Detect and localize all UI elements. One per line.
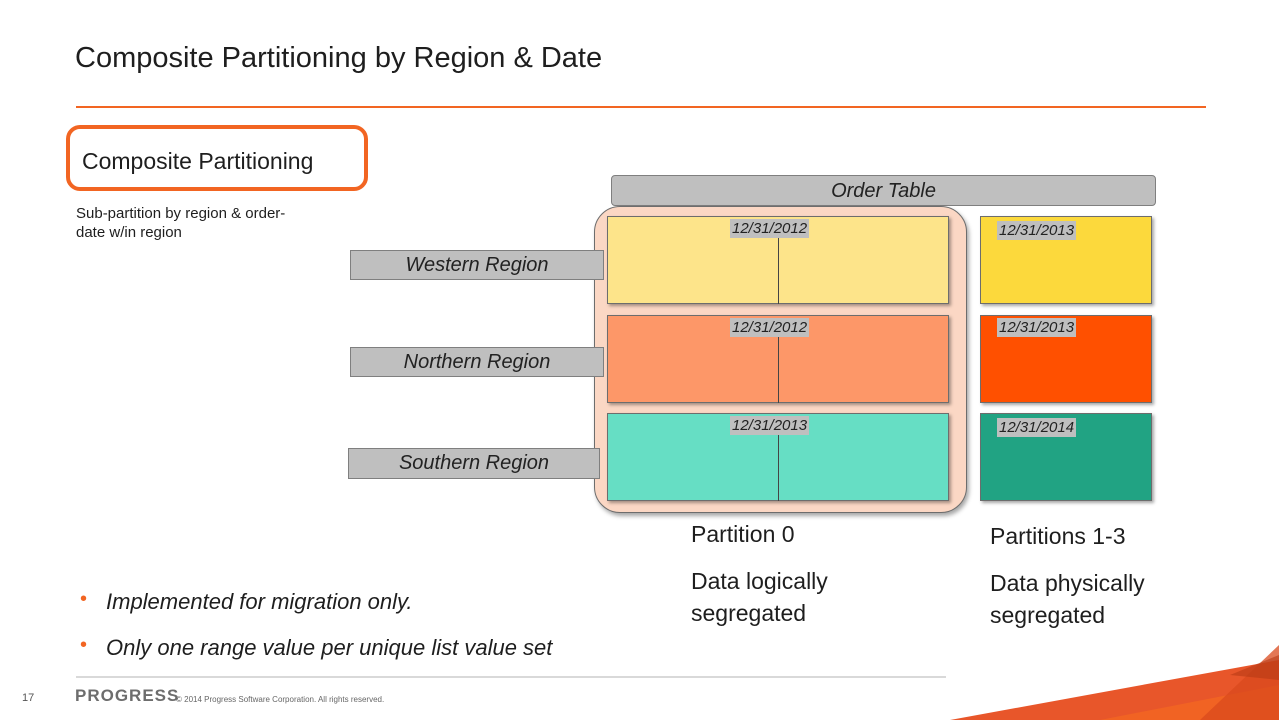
cell-divider — [778, 435, 779, 501]
p0-date-northern: 12/31/2012 — [730, 318, 810, 337]
phys-date-western: 12/31/2013 — [997, 221, 1077, 240]
region-label-western: Western Region — [350, 250, 604, 280]
slide-title: Composite Partitioning by Region & Date — [75, 42, 603, 74]
bullet-text: Implemented for migration only. — [106, 589, 413, 614]
region-label-northern: Northern Region — [350, 347, 604, 377]
cell-divider — [778, 238, 779, 304]
copyright: © 2014 Progress Software Corporation. Al… — [176, 695, 385, 704]
page-number: 17 — [22, 692, 35, 704]
phys-date-southern: 12/31/2014 — [997, 418, 1077, 437]
partitions13-desc: Data physically segregated — [990, 570, 1145, 628]
sub-text: Sub-partition by region & order-date w/i… — [76, 205, 286, 241]
partition0-desc: Data logically segregated — [691, 568, 828, 626]
highlight-label: Composite Partitioning — [82, 148, 314, 174]
phys-date-northern: 12/31/2013 — [997, 318, 1077, 337]
p0-date-western: 12/31/2012 — [730, 219, 810, 238]
partition0-title: Partition 0 — [691, 521, 795, 547]
region-label-southern: Southern Region — [348, 448, 600, 479]
partitions13-title: Partitions 1-3 — [990, 523, 1126, 549]
bullet-item: • Only one range value per unique list v… — [80, 634, 553, 661]
bullet-icon: • — [80, 634, 88, 656]
highlight-box — [66, 125, 368, 191]
title-divider — [76, 106, 1206, 108]
progress-logo: PROGRESS — [75, 686, 180, 705]
corner-decoration-icon — [950, 645, 1279, 720]
cell-divider — [778, 337, 779, 403]
bullet-text: Only one range value per unique list val… — [106, 635, 553, 660]
p0-date-southern: 12/31/2013 — [730, 416, 810, 435]
bullet-icon: • — [80, 588, 88, 610]
bullet-item: • Implemented for migration only. — [80, 588, 413, 615]
footer-divider — [76, 676, 946, 678]
order-table-label: Order Table — [611, 175, 1156, 206]
